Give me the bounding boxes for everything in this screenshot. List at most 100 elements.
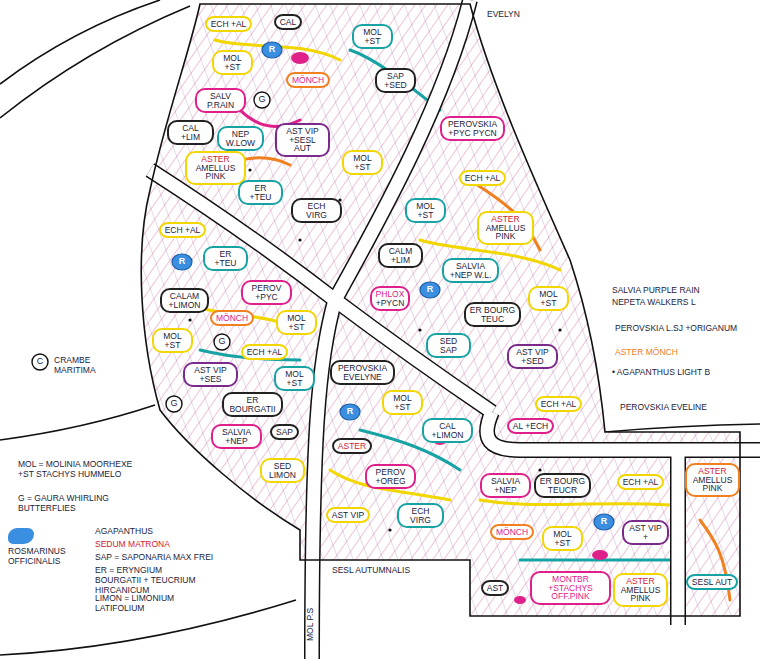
drift-outline-shape — [277, 311, 316, 334]
plant-code: ECH +AL — [247, 348, 283, 357]
gaura-circle: G — [213, 333, 231, 351]
planting-drift: ER BOURG TEUC — [464, 302, 521, 327]
drift-outline-shape — [276, 124, 329, 156]
plan-note: SESL AUTUMNALIS — [332, 566, 410, 576]
planting-drift: ER +TEU — [203, 246, 248, 271]
drift-outline-shape — [481, 474, 530, 497]
drift-outline-shape — [482, 581, 508, 595]
plant-code: SAP +SED — [380, 72, 411, 90]
gaura-circle: G — [165, 395, 183, 413]
drift-outline-shape — [333, 439, 371, 453]
planting-drift: ER +TEU — [238, 180, 283, 205]
plant-code: SED SAP — [431, 337, 466, 355]
rosemary-blob: R — [341, 403, 359, 421]
plant-code: SED LIMON — [265, 462, 300, 480]
drift-outline-shape — [212, 425, 261, 448]
drift-outline-shape — [531, 572, 610, 604]
drift-outline-shape — [153, 329, 192, 352]
plant-code: SALVIA +NEP — [216, 428, 257, 446]
plant-code: R — [269, 45, 276, 54]
planting-drift: AST VIP +SESL AUT — [275, 123, 330, 157]
plant-code: MÖNCH — [216, 314, 248, 323]
plant-code: PEROV +OREG — [370, 468, 411, 486]
drift-outline-shape — [186, 152, 245, 184]
drift-outline-shape — [206, 17, 251, 31]
planting-drift: PEROV +PYC — [241, 280, 292, 305]
planting-drift: ECH +AL — [459, 170, 506, 186]
planting-drift: CALAM +LIMON — [160, 288, 209, 313]
plant-code: AMELLUS PINK — [482, 224, 529, 242]
plan-note: PEROVSKIA EVELINE — [620, 403, 707, 413]
plant-code: ECH VIRG — [402, 507, 439, 525]
drift-outline-shape — [168, 121, 213, 144]
planting-drift: ASTERAMELLUS PINK — [185, 151, 246, 185]
rosemary-blob-fill — [594, 514, 614, 530]
rosemary-blob-fill — [172, 254, 192, 270]
drift-outline-shape — [614, 574, 667, 606]
planting-drift: AST VIP +SES — [183, 362, 238, 387]
planting-drift: ASTERAMELLUS PINK — [477, 211, 534, 245]
lawn-edge — [0, 600, 296, 655]
planting-drift: CAL +LIM — [167, 120, 214, 145]
drift-outline-shape — [623, 521, 668, 544]
planting-drift: ER BOURGATII — [222, 392, 283, 417]
plant-code: G — [170, 399, 177, 408]
plant-code: CALM +LIM — [383, 247, 418, 265]
plant-code: C — [37, 357, 44, 366]
planting-drift: MÖNCH — [210, 310, 254, 326]
plant-code: ER +TEU — [243, 184, 278, 202]
plant-code: R — [601, 517, 608, 526]
plant-code: AMELLUS PINK — [190, 164, 241, 182]
plant-code: ECH +AL — [165, 226, 201, 235]
plant-code: MOL +ST — [547, 530, 578, 548]
planting-drift: MOL +ST — [276, 310, 317, 335]
planting-drift: ASTER — [332, 438, 372, 454]
plant-code: R — [347, 407, 354, 416]
drift-outline-shape — [184, 363, 237, 386]
drift-outline-shape — [275, 15, 301, 29]
plant-code: ER BOURG TEUCR — [539, 477, 586, 495]
plan-note: NEPETA WALKERS L — [612, 298, 696, 308]
plant-code: CALAM +LIMON — [165, 292, 204, 310]
plant-code: AST VIP +SES — [188, 366, 233, 384]
gaura-circle-outline — [254, 92, 270, 108]
plant-code: AST VIP +SED — [512, 348, 553, 366]
plant-code: SALV P.RAIN — [200, 92, 241, 110]
plant-code: SALVIA +NEP W.L. — [447, 262, 494, 280]
planting-drift: MOL +ST — [352, 24, 393, 49]
planting-drift: AL +ECH — [507, 418, 554, 434]
plan-note: PEROVSKIA L.SJ +ORIGANUM — [615, 324, 737, 334]
planting-drift: MOL +ST — [542, 526, 583, 551]
drift-outline-shape — [618, 475, 663, 489]
drift-outline-shape — [423, 419, 472, 442]
plant-code: SAP — [276, 428, 293, 437]
lawn-edge — [605, 424, 760, 432]
drift-outline-shape — [376, 69, 415, 92]
planting-drift: SED SAP — [426, 333, 471, 358]
rosemary-blob: R — [263, 41, 281, 59]
drift-outline-shape — [218, 127, 263, 150]
drift-outline-shape — [478, 212, 533, 244]
drift-outline-shape — [383, 391, 422, 414]
legend-entry: ROSMARINUS OFFICINALIS — [8, 528, 80, 567]
planting-drift: MOL +ST — [405, 198, 446, 223]
rosemary-blob: R — [595, 513, 613, 531]
drift-outline-shape — [223, 393, 282, 416]
plant-code: MÖNCH — [496, 528, 528, 537]
planting-drift: CAL — [274, 14, 302, 30]
drift-outline-shape — [379, 244, 422, 267]
drift-outline-shape — [508, 345, 557, 368]
drift-outline-shape — [196, 89, 245, 112]
planting-drift: SALVIA +NEP — [211, 424, 262, 449]
plant-code: PEROVSKIA EVELYNE — [335, 364, 390, 382]
plant-code: PEROVSKIA +PYC PYCN — [445, 120, 500, 138]
planting-drift: ECH +AL — [159, 222, 206, 238]
planting-drift: ECH VIRG — [397, 503, 444, 528]
planting-drift: SALVIA +NEP W.L. — [442, 258, 499, 283]
plan-note: AGAPANTHUS — [95, 527, 153, 537]
gaura-circle-outline — [166, 396, 182, 412]
legend-swatch — [8, 528, 34, 544]
planting-drift: CAL +LIMON — [422, 418, 473, 443]
rosemary-blob-fill — [420, 282, 440, 298]
planting-drift: MOL +ST — [342, 150, 383, 175]
